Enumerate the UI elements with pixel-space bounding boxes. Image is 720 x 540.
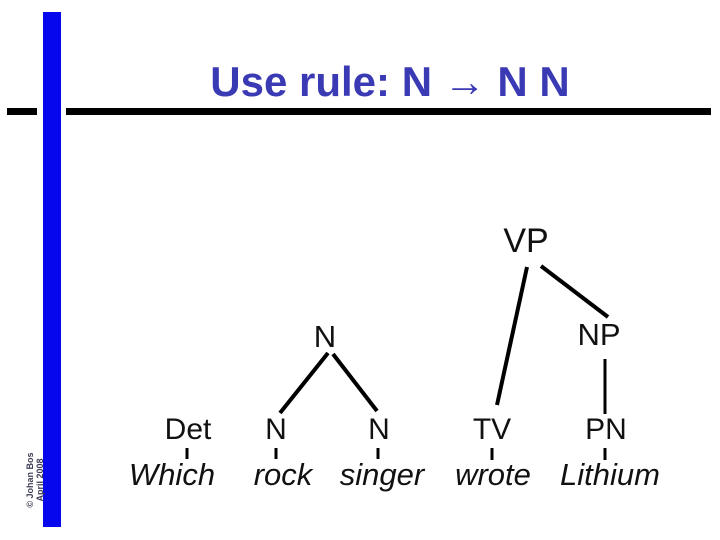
terminal-rock: rock xyxy=(253,457,313,492)
copyright-line-date: April 2008 xyxy=(35,458,46,502)
title-underline xyxy=(66,108,711,115)
page-title: Use rule: N → N N xyxy=(210,58,570,106)
tree-node-n: N xyxy=(313,319,337,354)
edge-vp-tv xyxy=(495,266,529,406)
title-underline-dash xyxy=(7,108,37,115)
edge-vp-np xyxy=(539,264,610,319)
terminal-lithium: Lithium xyxy=(560,457,660,492)
tree-node-n1: N xyxy=(265,413,287,446)
tree-node-vp: VP xyxy=(503,222,549,260)
copyright-line-author: © Johan Bos xyxy=(25,452,35,508)
edge-n-n2 xyxy=(331,352,379,413)
terminal-singer: singer xyxy=(339,457,425,492)
tree-node-tv: TV xyxy=(472,413,512,446)
tree-node-det: Det xyxy=(164,413,212,446)
tree-node-n2: N xyxy=(368,413,390,446)
terminal-which: Which xyxy=(128,457,216,492)
copyright: © Johan Bos April 2008 xyxy=(25,449,45,511)
edge-n-n1 xyxy=(278,351,330,415)
terminal-wrote: wrote xyxy=(455,457,531,492)
accent-bar xyxy=(43,12,61,527)
tree-node-np: NP xyxy=(577,317,621,352)
tree-node-pn: PN xyxy=(585,413,627,446)
